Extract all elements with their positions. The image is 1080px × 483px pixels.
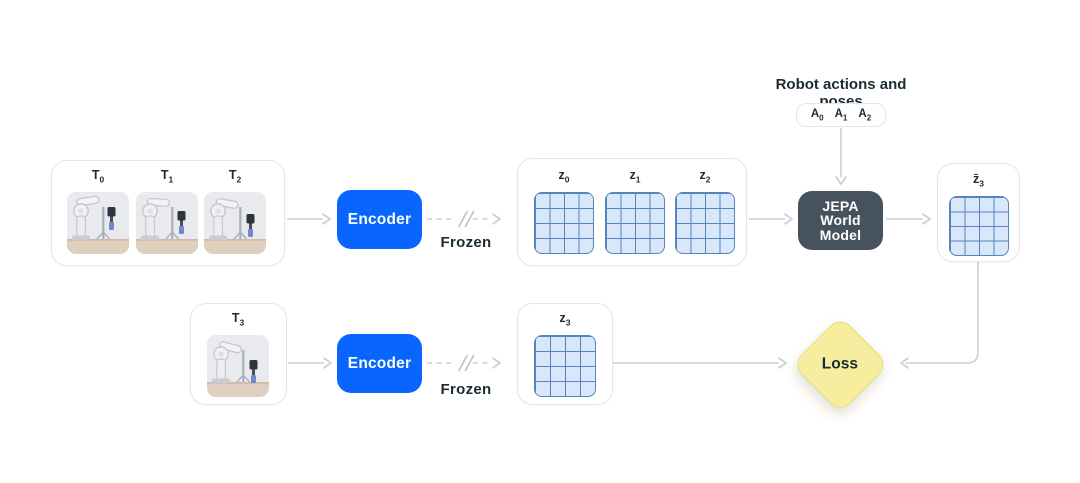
arrow-latents-to-world-model: [749, 213, 793, 225]
frozen-label-bottom: Frozen: [440, 381, 492, 398]
latent-grid: [675, 191, 735, 254]
arrow-frame-to-encoder-bottom: [288, 357, 332, 369]
latents-box: z0 z1 z2: [517, 158, 747, 266]
jepa-world-model-node: JEPA World Model: [798, 191, 883, 250]
jepa-label-line: JEPA: [822, 197, 859, 214]
action-label: A2: [858, 107, 872, 123]
arrow-actions-to-world-model: [835, 128, 847, 185]
loss-node: Loss: [791, 315, 890, 414]
loss-label: Loss: [822, 355, 859, 373]
arrow-world-model-to-prediction: [886, 213, 931, 225]
latent-item: z2: [674, 168, 736, 254]
robot-frame-image: [207, 334, 269, 397]
encoder-node-top: Encoder: [337, 190, 422, 249]
robot-frame-image: [67, 191, 129, 254]
frame-item: T1: [136, 168, 198, 254]
latent-grid: [605, 191, 665, 254]
actions-box: A0 A1 A2: [796, 103, 886, 127]
frame-item: T2: [204, 168, 266, 254]
jepa-label-line: Model: [819, 226, 862, 243]
frame-label: T0: [91, 168, 105, 185]
encoder-label: Encoder: [347, 210, 412, 228]
latent-item: z3: [534, 311, 596, 397]
latent-grid: [948, 195, 1009, 256]
arrow-prediction-to-loss: [900, 262, 979, 369]
latent-item: z0: [533, 168, 595, 254]
frame-label: T2: [228, 168, 242, 185]
latent-grid: [534, 334, 596, 397]
frozen-slash-icon: [458, 210, 468, 228]
latent-label: z1: [629, 168, 641, 185]
robot-frame-image: [136, 191, 198, 254]
frame-label: T1: [160, 168, 174, 185]
prediction-box: z̄3: [937, 163, 1020, 262]
jepa-label-line: World: [820, 212, 861, 229]
encoder-node-bottom: Encoder: [337, 334, 422, 393]
latent-item: z̄3: [948, 172, 1010, 256]
frozen-slash-icon: [458, 354, 468, 372]
action-label: A0: [810, 107, 824, 123]
robot-frame-image: [204, 191, 266, 254]
action-label: A1: [834, 107, 848, 123]
latent-grid: [534, 191, 594, 254]
frame-item: T3: [207, 311, 269, 397]
frozen-dashed-arrow-top: [427, 210, 501, 228]
target-latent-box: z3: [517, 303, 613, 405]
arrow-latent-to-loss: [613, 357, 787, 369]
frozen-label-top: Frozen: [440, 234, 492, 251]
prediction-label: z̄3: [973, 172, 984, 189]
latent-label: z3: [559, 311, 571, 328]
input-frames-box: T0 T1 T2: [51, 160, 285, 266]
arrow-frames-to-encoder-top: [287, 213, 331, 225]
latent-label: z0: [558, 168, 570, 185]
frame-label: T3: [231, 311, 245, 328]
latent-label: z2: [699, 168, 711, 185]
encoder-label: Encoder: [347, 354, 412, 372]
frame-item: T0: [67, 168, 129, 254]
latent-item: z1: [604, 168, 666, 254]
target-frame-box: T3: [190, 303, 287, 405]
frozen-dashed-arrow-bottom: [427, 354, 501, 372]
